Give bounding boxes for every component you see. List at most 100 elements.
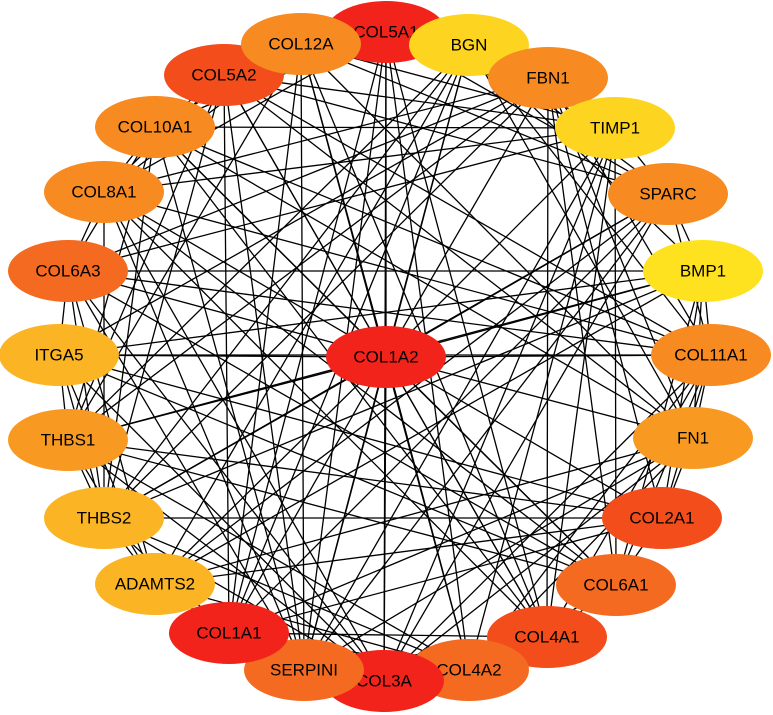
node-col11a1[interactable]: COL11A1 bbox=[651, 324, 771, 386]
edge-fbn1-col6a1 bbox=[547, 77, 617, 586]
node-serpinh1[interactable]: SERPINI bbox=[244, 639, 364, 701]
node-thbs2[interactable]: THBS2 bbox=[44, 487, 164, 549]
node-label: COL6A3 bbox=[35, 262, 100, 281]
node-label: TIMP1 bbox=[590, 119, 640, 138]
edge-col1a2-col4a1 bbox=[385, 356, 548, 638]
node-bmp1[interactable]: BMP1 bbox=[643, 240, 763, 302]
node-fbn1[interactable]: FBN1 bbox=[488, 47, 608, 109]
edge-fn1-col5a2 bbox=[223, 74, 694, 439]
node-label: FN1 bbox=[677, 429, 709, 448]
edge-timp1-col5a2 bbox=[223, 74, 616, 129]
edge-col1a2-sparc bbox=[385, 193, 669, 358]
edge-bgn-adamts2 bbox=[154, 44, 470, 585]
edge-sparc-col5a2 bbox=[223, 74, 669, 195]
edge-timp1-col4a2 bbox=[468, 127, 616, 671]
node-ellipse bbox=[95, 96, 215, 158]
edge-fn1-col1a1 bbox=[228, 437, 694, 634]
edge-col1a2-col10a1 bbox=[154, 126, 387, 358]
node-label: COL1A2 bbox=[353, 348, 418, 367]
edge-col1a2-col6a1 bbox=[385, 356, 617, 586]
edge-bgn-thbs1 bbox=[67, 44, 470, 441]
node-ellipse bbox=[44, 161, 164, 223]
edge-sparc-adamts2 bbox=[154, 193, 669, 585]
edge-col1a2-adamts2 bbox=[154, 356, 387, 585]
node-timp1[interactable]: TIMP1 bbox=[555, 97, 675, 159]
node-thbs1[interactable]: THBS1 bbox=[8, 409, 128, 471]
edge-col4a1-col8a1 bbox=[103, 191, 548, 638]
node-ellipse bbox=[488, 47, 608, 109]
node-col6a1[interactable]: COL6A1 bbox=[556, 554, 676, 616]
edge-sparc-serpinh1 bbox=[303, 193, 669, 671]
node-ellipse bbox=[556, 554, 676, 616]
node-ellipse bbox=[8, 409, 128, 471]
node-label: COL4A1 bbox=[514, 628, 579, 647]
node-label: THBS1 bbox=[41, 431, 96, 450]
node-ellipse bbox=[608, 163, 728, 225]
edge-adamts2-itga5 bbox=[58, 354, 156, 585]
node-label: COL6A1 bbox=[583, 576, 648, 595]
edge-col4a2-thbs1 bbox=[67, 439, 470, 671]
node-label: COL10A1 bbox=[118, 118, 193, 137]
node-ellipse bbox=[326, 326, 446, 388]
node-ellipse bbox=[0, 324, 119, 386]
node-adamts2[interactable]: ADAMTS2 bbox=[95, 553, 215, 615]
node-label: BGN bbox=[451, 36, 488, 55]
node-label: COL5A1 bbox=[353, 23, 418, 42]
edge-col11a1-col6a1 bbox=[615, 354, 712, 586]
edge-col6a1-itga5 bbox=[58, 354, 617, 586]
edge-col11a1-col6a3 bbox=[67, 270, 712, 356]
node-label: COL8A1 bbox=[71, 183, 136, 202]
edge-col2a1-thbs1 bbox=[67, 439, 663, 519]
edge-col6a1-col8a1 bbox=[103, 191, 617, 586]
node-col10a1[interactable]: COL10A1 bbox=[95, 96, 215, 158]
node-label: THBS2 bbox=[77, 509, 132, 528]
edge-sparc-col12a1 bbox=[300, 43, 669, 195]
edge-col1a2-bgn bbox=[385, 44, 470, 358]
edge-col2a1-col1a1 bbox=[228, 517, 663, 634]
edge-fbn1-col6a3 bbox=[67, 77, 549, 272]
edge-sparc-col3a1 bbox=[383, 193, 669, 682]
node-ellipse bbox=[244, 639, 364, 701]
node-col2a1[interactable]: COL2A1 bbox=[602, 487, 722, 549]
edge-col1a2-serpinh1 bbox=[303, 356, 387, 671]
edge-col1a2-thbs2 bbox=[103, 356, 387, 519]
edge-col1a2-timp1 bbox=[385, 127, 616, 358]
node-col1a1[interactable]: COL1A1 bbox=[169, 602, 289, 664]
node-ellipse bbox=[555, 97, 675, 159]
edge-col1a2-col1a1 bbox=[228, 356, 387, 634]
node-label: FBN1 bbox=[526, 69, 569, 88]
edge-timp1-col8a1 bbox=[103, 127, 616, 193]
node-ellipse bbox=[602, 487, 722, 549]
edge-fn1-adamts2 bbox=[154, 437, 694, 585]
edge-col1a2-col3a1 bbox=[383, 356, 387, 682]
node-label: COL1A1 bbox=[196, 624, 261, 643]
edge-col6a1-thbs1 bbox=[67, 439, 617, 586]
edge-col1a2-col8a1 bbox=[103, 191, 387, 358]
edge-col11a1-col10a1 bbox=[154, 126, 712, 356]
edge-fbn1-itga5 bbox=[58, 77, 549, 356]
edge-bgn-fn1 bbox=[468, 44, 694, 439]
node-ellipse bbox=[44, 487, 164, 549]
node-col1a2[interactable]: COL1A2 bbox=[326, 326, 446, 388]
edge-timp1-col3a1 bbox=[383, 127, 616, 682]
edge-sparc-col1a1 bbox=[228, 193, 669, 634]
node-label: COL5A2 bbox=[191, 66, 256, 85]
edge-thbs2-col6a3 bbox=[67, 270, 105, 519]
node-fn1[interactable]: FN1 bbox=[633, 407, 753, 469]
node-label: SERPINI bbox=[270, 661, 338, 680]
node-label: SPARC bbox=[639, 185, 696, 204]
node-label: COL2A1 bbox=[629, 509, 694, 528]
edge-serpinh1-col5a2 bbox=[223, 74, 305, 671]
node-col8a1[interactable]: COL8A1 bbox=[44, 161, 164, 223]
node-ellipse bbox=[651, 324, 771, 386]
edge-col2a1-adamts2 bbox=[154, 517, 663, 585]
edge-col3a1-col6a3 bbox=[67, 270, 385, 682]
node-label: COL3A bbox=[356, 672, 412, 691]
node-col12a1[interactable]: COL12A bbox=[241, 13, 361, 75]
node-sparc[interactable]: SPARC bbox=[608, 163, 728, 225]
edge-fn1-col10a1 bbox=[154, 126, 694, 439]
node-col6a3[interactable]: COL6A3 bbox=[8, 240, 128, 302]
node-itga5[interactable]: ITGA5 bbox=[0, 324, 119, 386]
